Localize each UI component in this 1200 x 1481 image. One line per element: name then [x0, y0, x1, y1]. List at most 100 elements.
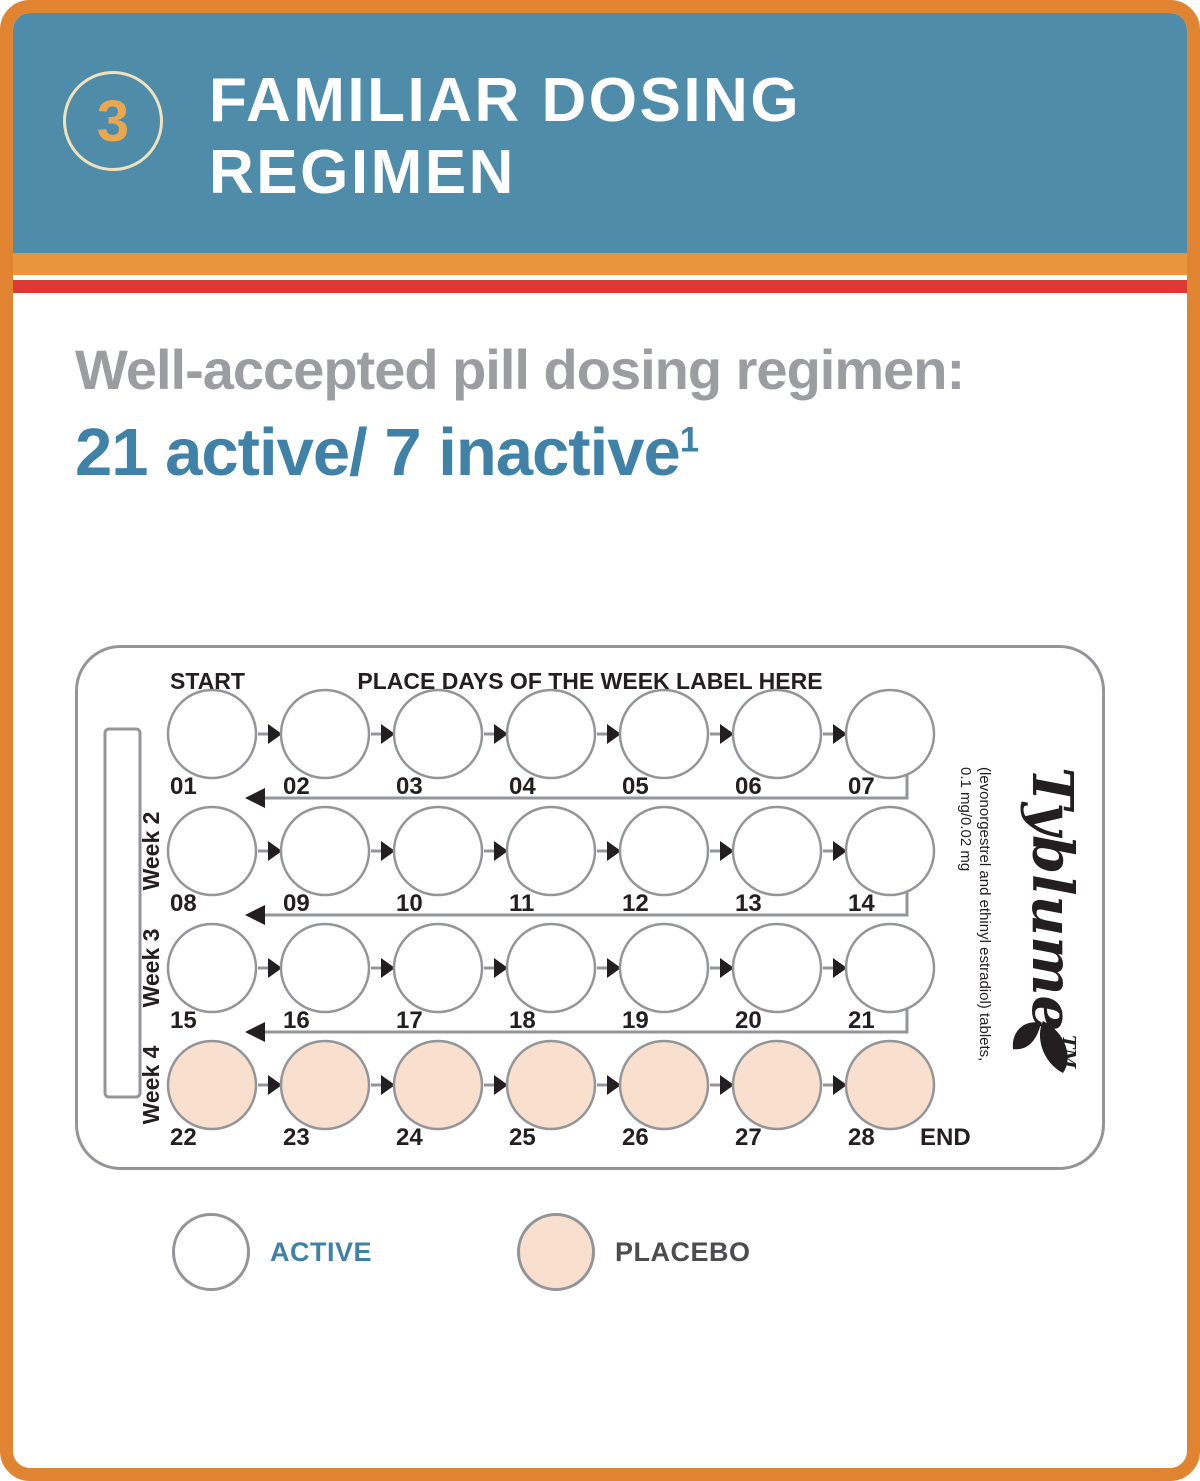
next-arrow-icon: [720, 724, 734, 744]
end-label: END: [920, 1124, 971, 1151]
pill-day-20: [731, 922, 823, 1014]
next-arrow-icon: [381, 724, 395, 744]
next-arrow-icon: [381, 958, 395, 978]
next-arrow-icon: [833, 841, 847, 861]
wrap-arrow-icon: [245, 905, 265, 925]
next-arrow-icon: [833, 724, 847, 744]
next-arrow-icon: [268, 958, 282, 978]
pill-day-05: [618, 688, 710, 780]
brand-block: TyblumeTM: [1012, 767, 1085, 1073]
pill-day-21: [844, 922, 936, 1014]
day-number: 03: [396, 773, 423, 800]
pill-day-28: [844, 1039, 936, 1131]
day-number: 11: [509, 890, 534, 917]
day-number: 25: [509, 1124, 536, 1151]
pill-day-08: [166, 805, 258, 897]
pill-day-27: [731, 1039, 823, 1131]
day-number: 19: [622, 1007, 649, 1034]
page-title: FAMILIAR DOSING REGIMEN: [209, 65, 801, 209]
day-number: 01: [170, 773, 197, 800]
pill-day-24: [392, 1039, 484, 1131]
day-number: 26: [622, 1124, 649, 1151]
next-arrow-icon: [268, 841, 282, 861]
day-number: 04: [509, 773, 536, 800]
pack-slider-window: [103, 727, 142, 1099]
step-number-badge: 3: [63, 71, 163, 171]
red-stripe: [13, 280, 1187, 293]
week-label: Week 2: [138, 812, 164, 891]
pill-day-19: [618, 922, 710, 1014]
day-number: 24: [396, 1124, 423, 1151]
pill-day-15: [166, 922, 258, 1014]
pill-day-09: [279, 805, 371, 897]
wrap-arrow-icon: [245, 1022, 265, 1042]
page-title-line1: FAMILIAR DOSING: [209, 66, 802, 135]
pill-day-04: [505, 688, 597, 780]
day-number: 07: [848, 773, 875, 800]
next-arrow-icon: [494, 958, 508, 978]
header-band: 3 FAMILIAR DOSING REGIMEN: [13, 13, 1187, 253]
next-arrow-icon: [720, 1075, 734, 1095]
headline: Well-accepted pill dosing regimen: 21 ac…: [13, 293, 1187, 491]
active-pill-swatch: [172, 1213, 250, 1291]
day-number: 23: [283, 1124, 310, 1151]
legend-label: PLACEBO: [615, 1236, 751, 1267]
legend-label: ACTIVE: [270, 1236, 373, 1267]
next-arrow-icon: [720, 958, 734, 978]
week-label: Week 4: [138, 1045, 164, 1124]
day-number: 10: [396, 890, 423, 917]
next-arrow-icon: [833, 1075, 847, 1095]
legend: ACTIVE PLACEBO: [75, 1213, 751, 1291]
day-number: 08: [170, 890, 197, 917]
day-number: 18: [509, 1007, 536, 1034]
pill-day-07: [844, 688, 936, 780]
next-arrow-icon: [494, 1075, 508, 1095]
step-number: 3: [96, 88, 130, 154]
next-arrow-icon: [607, 958, 621, 978]
day-number: 22: [170, 1124, 197, 1151]
day-number: 17: [396, 1007, 423, 1034]
pill-day-12: [618, 805, 710, 897]
pill-day-06: [731, 688, 823, 780]
headline-intro: Well-accepted pill dosing regimen:: [75, 338, 965, 401]
pill-day-16: [279, 922, 371, 1014]
next-arrow-icon: [381, 1075, 395, 1095]
wrap-arrow-icon: [245, 788, 265, 808]
next-arrow-icon: [494, 841, 508, 861]
leaf-logo-icon: [1012, 1021, 1068, 1073]
next-arrow-icon: [720, 841, 734, 861]
pill-day-10: [392, 805, 484, 897]
pill-day-23: [279, 1039, 371, 1131]
day-number: 06: [735, 773, 762, 800]
pill-day-11: [505, 805, 597, 897]
next-arrow-icon: [268, 1075, 282, 1095]
day-number: 16: [283, 1007, 310, 1034]
day-number: 28: [848, 1124, 875, 1151]
headline-regimen: 21 active/ 7 inactive1: [75, 414, 1187, 491]
placebo-pill-swatch: [517, 1213, 596, 1291]
day-number: 21: [848, 1007, 875, 1034]
day-number: 09: [283, 890, 310, 917]
next-arrow-icon: [268, 724, 282, 744]
next-arrow-icon: [494, 724, 508, 744]
day-number: 15: [170, 1007, 197, 1034]
day-number: 12: [622, 890, 649, 917]
day-number: 05: [622, 773, 649, 800]
brand-description: (levonorgestrel and ethinyl estradiol) t…: [957, 767, 993, 1061]
page-title-line2: REGIMEN: [209, 138, 516, 207]
pill-day-02: [279, 688, 371, 780]
legend-item-placebo: PLACEBO: [517, 1213, 751, 1291]
next-arrow-icon: [607, 1075, 621, 1095]
legend-item-active: ACTIVE: [172, 1213, 372, 1291]
next-arrow-icon: [833, 958, 847, 978]
pill-day-01: [166, 688, 258, 780]
next-arrow-icon: [381, 841, 395, 861]
day-number: 02: [283, 773, 310, 800]
pill-day-14: [844, 805, 936, 897]
regimen-text: 21 active/ 7 inactive: [75, 415, 681, 490]
day-number: 27: [735, 1124, 762, 1151]
pill-day-18: [505, 922, 597, 1014]
orange-stripe: [13, 253, 1187, 275]
